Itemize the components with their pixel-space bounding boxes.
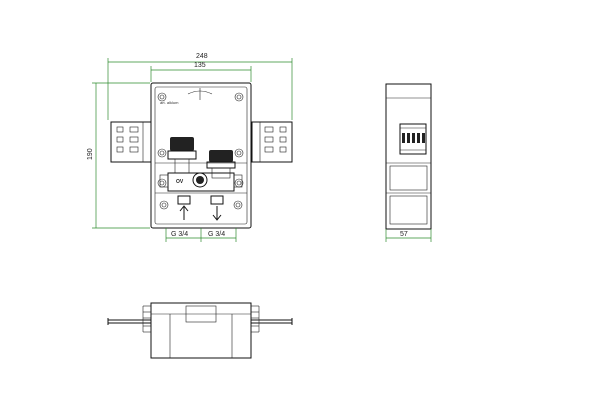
mounting-bracket-left bbox=[110, 121, 152, 163]
thermostat-knob-icon bbox=[170, 137, 194, 151]
dim-ports: G 3/4 G 3/4 bbox=[165, 228, 237, 242]
side-view bbox=[385, 83, 432, 230]
dim-port-left-label: G 3/4 bbox=[171, 231, 188, 238]
dim-overall-width: 248 bbox=[107, 53, 293, 120]
dim-port-right-label: G 3/4 bbox=[208, 231, 225, 238]
dim-depth-label: 57 bbox=[400, 231, 408, 238]
mounting-bracket-right bbox=[251, 121, 293, 163]
dim-box-width-label: 135 bbox=[194, 62, 206, 69]
dim-height: 190 bbox=[87, 82, 150, 229]
valve-cap-icon bbox=[209, 150, 233, 162]
dim-box-width: 135 bbox=[150, 62, 252, 82]
dim-depth: 57 bbox=[385, 229, 432, 242]
top-view bbox=[107, 302, 293, 359]
arrow-down-icon bbox=[212, 206, 222, 221]
dim-height-label: 190 bbox=[87, 148, 94, 160]
front-view: art. alklum OV bbox=[110, 82, 293, 229]
valve-mark: OV bbox=[176, 179, 184, 185]
dim-overall-width-label: 248 bbox=[196, 53, 208, 60]
valve-assembly bbox=[159, 137, 243, 192]
top-ribs-right bbox=[251, 305, 260, 333]
top-ribs-left bbox=[142, 305, 151, 333]
side-rib-detail bbox=[402, 133, 425, 143]
brand-label: art. alklum bbox=[160, 100, 179, 105]
front-box-outline bbox=[150, 82, 252, 229]
arrow-up-icon bbox=[179, 205, 189, 220]
